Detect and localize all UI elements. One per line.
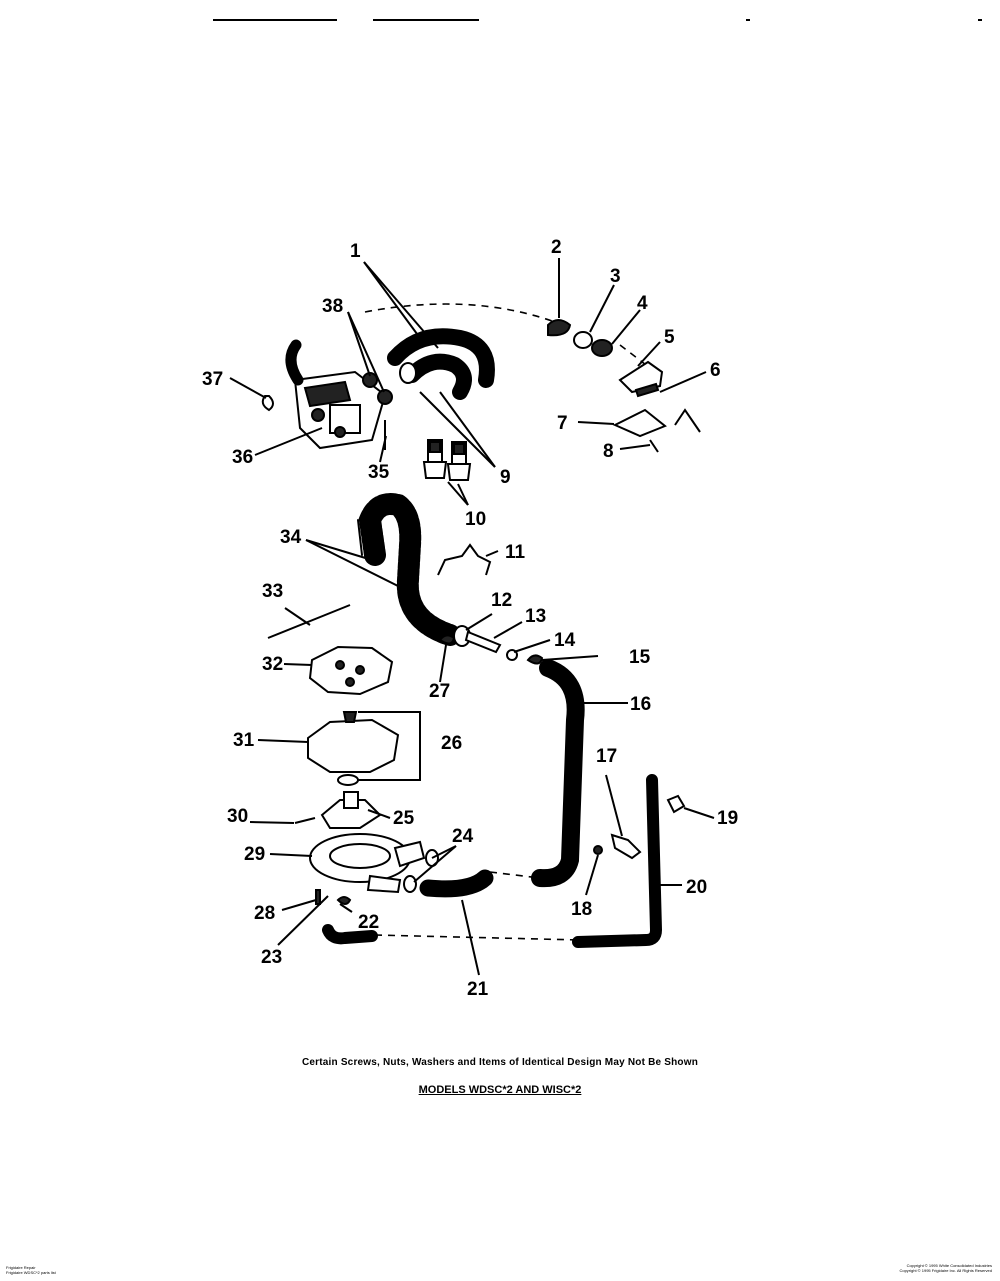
part-34-corrugated-hose (358, 493, 461, 646)
part-31-gasket (307, 718, 400, 773)
callout-25: 25 (393, 808, 415, 829)
footer-right: Copyright © 1995 White Consolidated Indu… (899, 1263, 992, 1273)
callout-30: 30 (227, 806, 248, 827)
callout-23: 23 (261, 947, 282, 968)
callout-10: 10 (465, 509, 486, 530)
part-30-screw (294, 817, 316, 824)
footer-left-line-1: Frigidaire Repair (6, 1265, 36, 1270)
callout-36: 36 (232, 447, 253, 468)
part-8-screw (649, 439, 659, 453)
callout-11: 11 (505, 542, 526, 563)
callout-33: 33 (262, 581, 283, 602)
part-23-hose (322, 924, 378, 945)
part-15-clamp (526, 654, 544, 665)
pump-lower-port (366, 874, 402, 894)
part-17-bracket (610, 833, 642, 860)
top-rule-1 (213, 19, 337, 21)
part-16-drain-hose (531, 659, 585, 888)
callout-31: 31 (233, 730, 255, 751)
filter-dot-2 (355, 665, 365, 675)
callout-1: 1 (350, 241, 361, 262)
part-20-pipe (572, 774, 663, 948)
models-title: MODELS WDSC*2 AND WISC*2 (418, 1084, 582, 1096)
part-34-hose-edge (357, 519, 363, 556)
callout-35: 35 (368, 462, 390, 483)
filter-dot-3 (345, 677, 355, 687)
callout-3: 3 (610, 266, 621, 287)
callout-24: 24 (452, 826, 474, 847)
callout-2: 2 (551, 237, 562, 258)
callout-18: 18 (571, 899, 592, 920)
part-19-cap (666, 794, 686, 814)
footer-left: Frigidaire Repair Frigidaire WDSC*2 part… (6, 1265, 56, 1275)
callout-16: 16 (630, 694, 651, 715)
top-rule-3 (746, 19, 750, 21)
callout-28: 28 (254, 903, 275, 924)
part-2-clamp (547, 319, 572, 337)
callout-26: 26 (441, 733, 462, 754)
part-24-seal-b (403, 875, 417, 893)
part-10-solenoids (422, 439, 472, 481)
part-32-filter (308, 645, 394, 696)
part-3-seal (573, 331, 593, 349)
callout-29: 29 (244, 844, 265, 865)
callout-37: 37 (202, 369, 223, 390)
part-22-clamp (336, 896, 352, 905)
footer-right-line-1: Copyright © 1995 White Consolidated Indu… (906, 1263, 992, 1268)
callout-8: 8 (603, 441, 614, 462)
assembly-line-top (364, 303, 556, 323)
part-21-hose (419, 869, 494, 898)
pump-outlet (393, 840, 426, 868)
callout-21: 21 (467, 979, 489, 1000)
callout-34: 34 (280, 527, 302, 548)
callout-9: 9 (500, 467, 511, 488)
callout-14: 14 (554, 630, 576, 651)
part-1-hose-upper (387, 328, 495, 388)
filter-dot-1 (335, 660, 345, 670)
part-37-clamp (261, 395, 274, 412)
callout-27: 27 (429, 681, 450, 702)
pump-housing-inner (329, 843, 391, 869)
part-18-screw (593, 845, 603, 855)
part-1-hose-lower (404, 353, 472, 400)
part-26-impeller-cap (342, 711, 358, 723)
callout-12: 12 (491, 590, 512, 611)
callout-19: 19 (717, 808, 738, 829)
footer-right-line-2: Copyright © 1995 Frigidaire Inc. All Rig… (899, 1268, 992, 1273)
part-6-spring (634, 382, 660, 398)
callout-13: 13 (525, 606, 546, 627)
part-28-screw (315, 889, 321, 905)
valve-inlet-hose (285, 339, 304, 386)
part-7-plate (612, 408, 667, 438)
part-33-screen (267, 604, 351, 639)
callout-17: 17 (596, 746, 617, 767)
assembly-line-bottom (374, 934, 581, 941)
part-11-wire-clip (437, 543, 492, 576)
bracket-arm-right (674, 408, 701, 433)
top-rule-2 (373, 19, 479, 21)
part-13-pipe (464, 630, 502, 654)
top-rule-4 (978, 19, 982, 21)
callout-4: 4 (637, 293, 648, 314)
callout-32: 32 (262, 654, 283, 675)
footer-left-line-2: Frigidaire WDSC*2 parts list (6, 1270, 56, 1275)
callout-15: 15 (629, 647, 651, 668)
part-27-clamp (438, 634, 456, 645)
part-26-seal (337, 774, 359, 786)
callout-38: 38 (322, 296, 343, 317)
part-4-nut (591, 339, 613, 357)
callout-7: 7 (557, 413, 568, 434)
part-38-rings (362, 372, 393, 405)
part-25-hub (343, 791, 359, 809)
diagram-note: Certain Screws, Nuts, Washers and Items … (301, 1057, 699, 1068)
callout-6: 6 (710, 360, 721, 381)
callout-22: 22 (358, 912, 379, 933)
callout-20: 20 (686, 877, 707, 898)
part-9-grommet (399, 362, 417, 384)
callout-5: 5 (664, 327, 675, 348)
leader-lines (229, 258, 715, 976)
